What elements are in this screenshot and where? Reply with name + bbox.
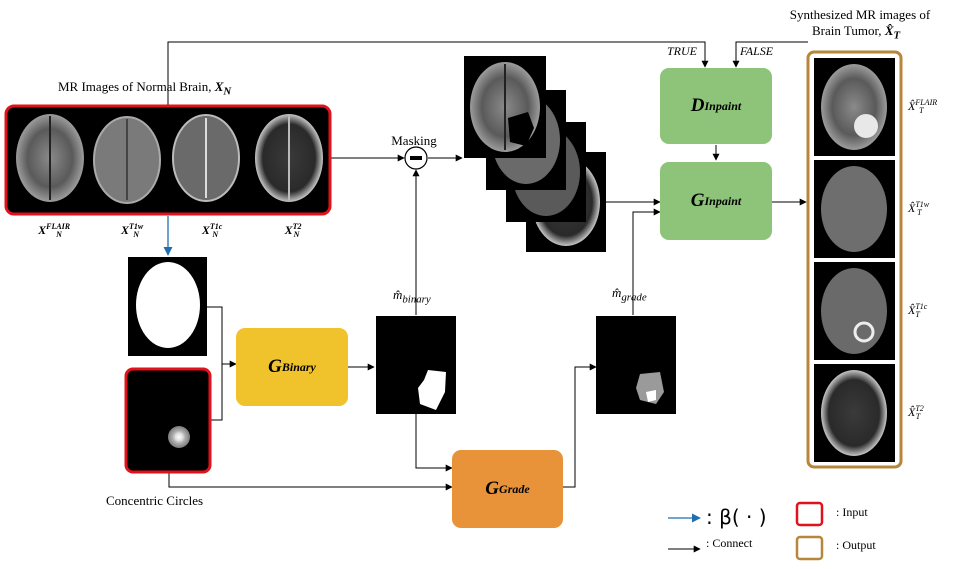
legend-connect: : Connect xyxy=(706,536,753,550)
output-sub: T xyxy=(917,208,922,218)
input-label-t1c: XT1cN xyxy=(201,220,222,242)
binary-mask-image xyxy=(376,316,456,414)
output-sym: X̂ xyxy=(908,99,916,113)
output-sub: T xyxy=(915,412,921,422)
output-images xyxy=(806,50,903,469)
grade-mask-image xyxy=(596,316,676,414)
m-binary-sub: binary xyxy=(402,293,431,306)
m-grade-sub: grade xyxy=(621,291,647,304)
normal-brain-sub: N xyxy=(223,85,232,98)
g-inpaint-sub: Inpaint xyxy=(704,193,742,208)
input-brains-frame xyxy=(4,104,332,216)
brain-mask-image xyxy=(128,257,207,356)
legend-shapes xyxy=(668,501,824,561)
m-grade-symbol: m̂ xyxy=(612,285,622,300)
g-inpaint-main: G xyxy=(690,190,705,211)
output-sym: X̂ xyxy=(908,405,916,419)
input-label-t2: XT2N xyxy=(284,220,302,242)
output-title-text: Brain Tumor, xyxy=(812,23,882,38)
concentric-label: Concentric Circles xyxy=(106,493,204,508)
feedback-connectors xyxy=(167,41,808,110)
output-title-sub: T xyxy=(893,29,901,42)
input-label-flair: XFLAIRN xyxy=(38,220,70,242)
output-label-t1c: X̂T1cT xyxy=(908,300,927,322)
input-sup: T1w xyxy=(129,222,144,231)
masked-image-stack xyxy=(464,56,606,252)
input-sym: X xyxy=(38,223,47,237)
output-sub: T xyxy=(919,106,924,116)
output-label-flair: X̂FLAIRT xyxy=(908,96,937,118)
output-sup: FLAIR xyxy=(915,98,938,107)
input-sup: T2 xyxy=(292,222,302,231)
output-title-line2: Brain Tumor, X̂T xyxy=(812,24,900,43)
input-sym: X xyxy=(284,223,293,237)
legend-beta: : β( · ) xyxy=(706,505,767,529)
input-sup: FLAIR xyxy=(46,222,71,231)
output-sub: T xyxy=(915,310,920,320)
normal-brain-text: MR Images of Normal Brain, xyxy=(58,79,212,94)
output-sup: T1c xyxy=(915,302,928,311)
output-title-line1: Synthesized MR images of xyxy=(789,7,931,22)
g-binary-main: G xyxy=(268,356,282,377)
input-sub: N xyxy=(133,230,140,240)
true-label: TRUE xyxy=(667,44,697,58)
legend-output: : Output xyxy=(836,538,876,552)
false-label: FALSE xyxy=(740,44,774,58)
masking-label: Masking xyxy=(391,133,437,148)
output-sym: X̂ xyxy=(908,303,916,317)
g-grade-main: G xyxy=(485,478,500,499)
m-binary-label: m̂binary xyxy=(393,288,431,307)
input-sub: N xyxy=(212,230,219,240)
output-title-symbol: X̂ xyxy=(884,23,894,38)
m-binary-symbol: m̂ xyxy=(393,287,403,302)
output-label-t2: X̂T2T xyxy=(908,402,924,424)
input-sym: X xyxy=(201,223,210,237)
g-binary-sub: Binary xyxy=(281,359,316,374)
input-label-t1w: XT1wN xyxy=(120,220,143,242)
output-sup: T1w xyxy=(915,200,930,209)
input-sym: X xyxy=(120,223,129,237)
output-label-t1w: X̂T1wT xyxy=(908,198,929,220)
normal-brain-symbol: X xyxy=(214,79,224,94)
normal-brain-label: MR Images of Normal Brain, XN xyxy=(58,80,231,99)
g-grade-sub: Grade xyxy=(499,481,530,496)
input-sub: N xyxy=(56,230,62,240)
output-sym: X̂ xyxy=(908,201,916,215)
input-sup: T1c xyxy=(209,222,223,231)
connectors xyxy=(168,145,807,491)
d-inpaint-sub: Inpaint xyxy=(704,98,742,113)
d-inpaint-main: D xyxy=(690,95,705,116)
input-brain-images xyxy=(16,114,323,204)
m-grade-label: m̂grade xyxy=(612,286,647,305)
input-sub: N xyxy=(293,230,300,240)
concentric-circles-image xyxy=(124,367,212,474)
output-sup: T2 xyxy=(915,404,924,413)
legend-input: : Input xyxy=(836,505,868,519)
masking-operator xyxy=(404,146,428,170)
